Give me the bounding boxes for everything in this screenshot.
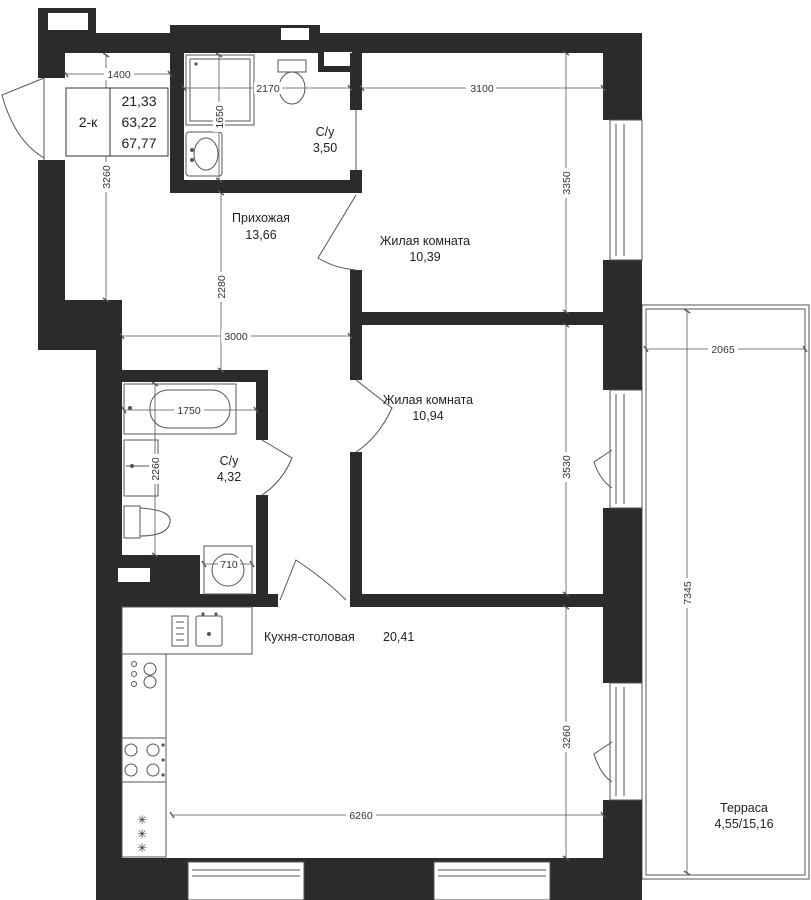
room-kitchen-name: Кухня-столовая (264, 630, 355, 644)
wall-bath-bottom-floor (96, 594, 278, 607)
svg-text:✳: ✳ (137, 813, 147, 827)
interior-doors (261, 110, 393, 601)
interior-walls (96, 53, 603, 607)
entrance-door-swing (1, 77, 45, 159)
door-bedroom-top (317, 194, 357, 271)
room-labels: С/у 3,50 Прихожая 13,66 Жилая комната 10… (217, 125, 774, 831)
apartment-type-box (65, 87, 111, 157)
window-kitchen-right (609, 682, 643, 801)
room-terrace-name: Терраса (720, 801, 768, 815)
dim-kitchen-width: 6260 (349, 810, 373, 822)
drainboard (171, 615, 189, 647)
door-bath-bottom (261, 439, 293, 496)
wall-top-niche (281, 28, 309, 40)
wall-bath-top-right-b (350, 170, 362, 193)
room-kitchen-area: 20,41 (383, 630, 414, 644)
terrace-railing (645, 308, 806, 876)
toilet-tank-bottom (123, 505, 141, 539)
apartment-type: 2-к (79, 114, 98, 130)
wall-bedrooms-left-b (350, 452, 362, 607)
wall-left-mid (38, 160, 65, 305)
dim-bedroom-top-depth: 3350 (561, 171, 573, 195)
apartment-area-with-terrace: 67,77 (121, 135, 156, 151)
svg-text:✳: ✳ (137, 827, 147, 841)
wall-bottom (96, 858, 642, 900)
wall-bath-bottom-shaft-void (118, 568, 150, 582)
window-kitchen-bottom-2 (433, 861, 551, 900)
wall-bath-top-right-a (350, 53, 362, 110)
room-bedroom-bottom-area: 10,94 (412, 409, 443, 423)
wall-left-step (38, 300, 122, 350)
dim-corridor-length: 2280 (216, 275, 228, 299)
wall-right-2 (603, 260, 642, 390)
dim-terrace-length: 7345 (682, 581, 694, 605)
room-terrace-area: 4,55/15,16 (714, 817, 773, 831)
wall-bath-bottom-top (96, 370, 268, 382)
wall-bedrooms-left-a (350, 270, 362, 380)
dim-washer-width: 710 (220, 559, 238, 571)
apartment-area-living: 21,33 (121, 93, 156, 109)
dim-bath-bottom-width: 1750 (177, 405, 201, 417)
window-door-swing-2 (593, 741, 613, 783)
window-bedroom-top (609, 119, 643, 261)
room-bath-bottom-name: С/у (220, 454, 240, 468)
dim-bath-top-width: 2170 (256, 83, 280, 95)
apartment-areas-box (109, 87, 169, 157)
room-bath-top-area: 3,50 (313, 141, 337, 155)
fixtures-bath-top (185, 54, 307, 177)
room-hallway-area: 13,66 (245, 228, 276, 242)
dim-bath-bottom-depth: 2260 (150, 457, 162, 481)
wall-top (38, 33, 642, 53)
wall-vent (48, 13, 88, 30)
wall-bath-bottom-right-b (256, 495, 268, 607)
wall-bedroom-kitchen (350, 594, 603, 607)
dim-bedroom-bottom-depth: 3530 (561, 455, 573, 479)
terrace-outline (641, 304, 810, 880)
wall-bath-top-bottom (170, 180, 362, 193)
apartment-area-total: 63,22 (121, 114, 156, 130)
wall-right-1 (603, 33, 642, 120)
windows (187, 119, 643, 900)
apartment-badge: 2-к 21,33 63,22 67,77 (65, 87, 169, 157)
terrace (641, 304, 810, 880)
dim-bedroom-top-width: 3100 (470, 83, 494, 95)
door-bedroom-bottom (355, 379, 393, 453)
fridge: ✳ ✳ ✳ (137, 813, 147, 855)
dim-hall-width: 1400 (107, 69, 131, 81)
dim-terrace-width: 2065 (711, 344, 735, 356)
fixtures-kitchen: ✳ ✳ ✳ (121, 606, 253, 858)
room-bedroom-bottom-name: Жилая комната (383, 393, 473, 407)
room-hallway-name: Прихожая (232, 211, 290, 225)
wall-right-3 (603, 508, 642, 683)
window-door-swing-1 (593, 449, 613, 489)
kitchen-sink (195, 615, 223, 647)
wall-bedrooms-divider (362, 312, 603, 325)
dimension-labels: 1400 2170 3100 1650 3260 3350 2280 3000 … (100, 68, 738, 822)
dishwasher (131, 661, 157, 689)
wall-bath-bottom-right-a (256, 370, 268, 440)
stove (121, 737, 167, 783)
room-bath-top-name: С/у (316, 125, 336, 139)
svg-text:✳: ✳ (137, 841, 147, 855)
dim-kitchen-depth: 3260 (561, 725, 573, 749)
window-kitchen-bottom-1 (187, 861, 305, 900)
dim-bath-top-depth: 1650 (214, 105, 226, 129)
entrance-door (1, 77, 45, 160)
dim-hall-length: 3260 (101, 165, 113, 189)
door-kitchen (279, 559, 347, 601)
wall-bath-top-left (170, 53, 184, 193)
wall-left-top (38, 33, 65, 78)
room-bedroom-top-area: 10,39 (409, 250, 440, 264)
wall-left-lower (96, 345, 122, 900)
window-bedroom-bottom (609, 389, 643, 509)
wall-shaft-void (324, 52, 352, 66)
room-bedroom-top-name: Жилая комната (380, 234, 470, 248)
dim-corridor-width: 3000 (224, 331, 248, 343)
room-bath-bottom-area: 4,32 (217, 470, 241, 484)
